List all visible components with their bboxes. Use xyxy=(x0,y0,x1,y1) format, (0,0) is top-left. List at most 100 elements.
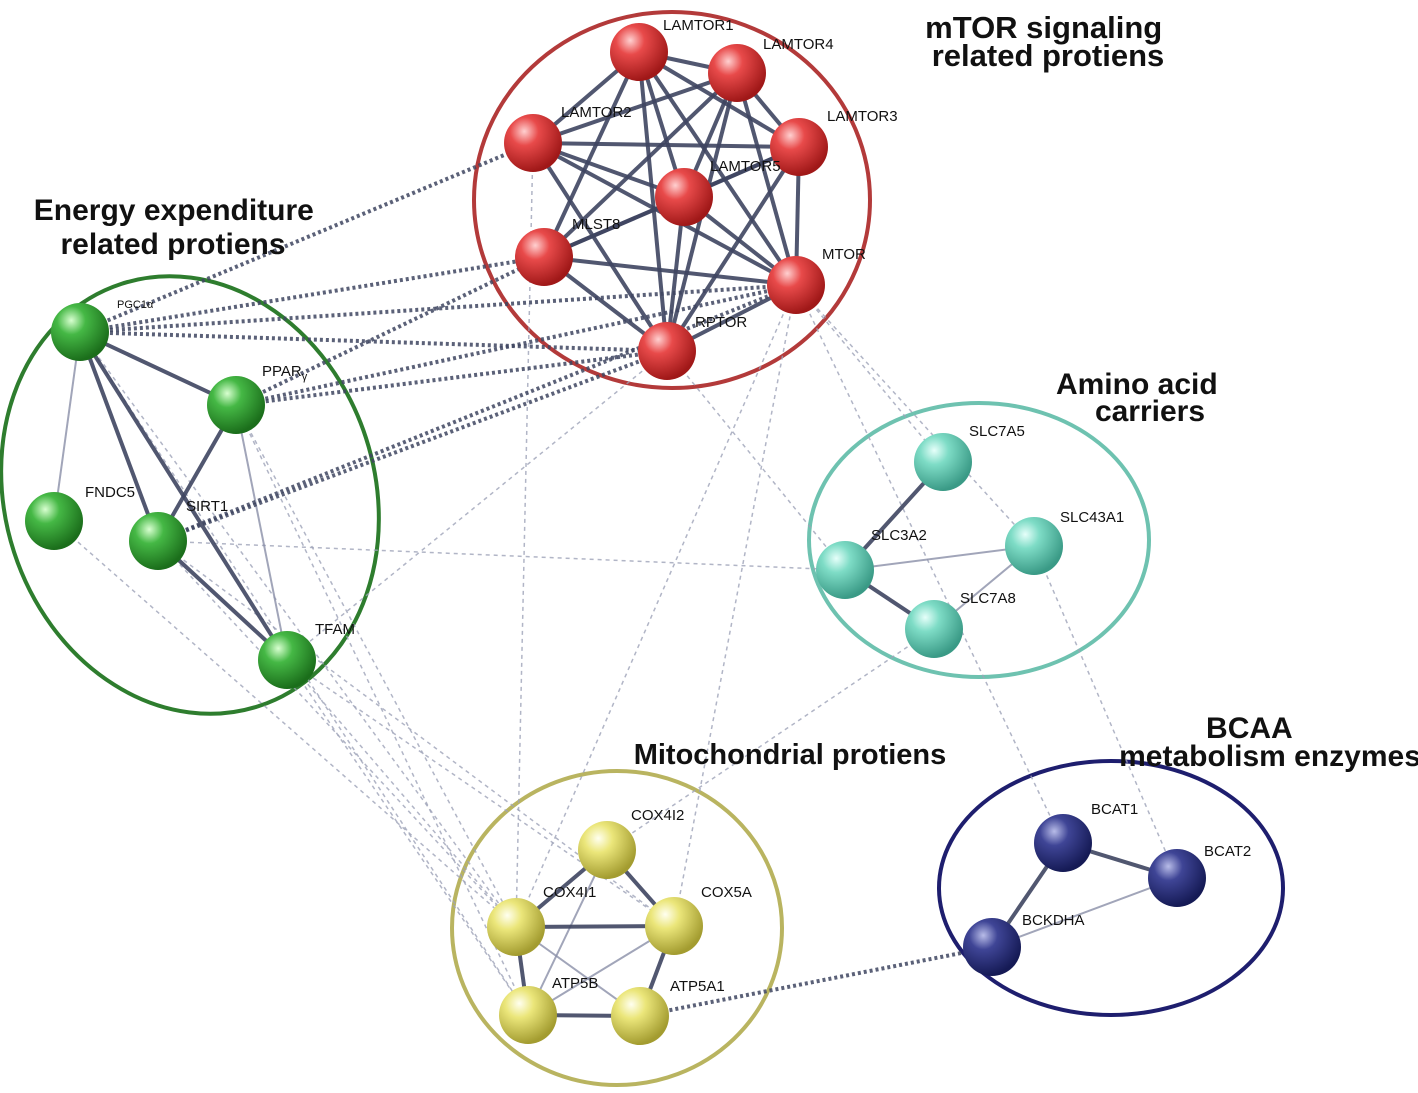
edge-LAMTOR2-LAMTOR3 xyxy=(532,141,800,149)
edge-SIRT1-RPTOR xyxy=(157,349,668,543)
edge-PGC1a-COX4I1 xyxy=(79,331,517,928)
node-ball xyxy=(1005,517,1063,575)
node-ATP5A1[interactable]: ATP5A1 xyxy=(611,978,725,1045)
node-SLC3A2[interactable]: SLC3A2 xyxy=(816,527,927,599)
edge-RPTOR-SLC3A2 xyxy=(666,350,846,571)
edge-LAMTOR1-MLST8 xyxy=(542,51,641,258)
node-ball xyxy=(645,897,703,955)
node-BCKDHA[interactable]: BCKDHA xyxy=(963,912,1085,976)
node-ball xyxy=(767,256,825,314)
node-PGC1a[interactable]: PGC1α xyxy=(51,299,154,361)
node-LAMTOR4[interactable]: LAMTOR4 xyxy=(708,36,834,102)
edge-LAMTOR1-RPTOR xyxy=(637,51,669,352)
edge-PPARG-MTOR xyxy=(235,283,797,407)
node-label: RPTOR xyxy=(695,314,747,331)
node-label-main: PPAR xyxy=(262,363,302,380)
edge-SIRT1-MTOR xyxy=(157,283,797,543)
node-ball xyxy=(515,228,573,286)
node-SIRT1[interactable]: SIRT1 xyxy=(129,498,228,570)
node-label: LAMTOR5 xyxy=(710,158,781,175)
node-ball xyxy=(905,600,963,658)
node-label: LAMTOR1 xyxy=(663,17,734,34)
cluster-ring-bcaa xyxy=(937,759,1285,1017)
node-label: PPARγ xyxy=(262,363,308,383)
edge-MTOR-COX4I1 xyxy=(515,284,797,928)
node-LAMTOR1[interactable]: LAMTOR1 xyxy=(610,17,734,81)
cluster-ring-mtor xyxy=(472,10,872,390)
node-PPARG[interactable]: PPARγ xyxy=(207,363,308,434)
edge-LAMTOR3-RPTOR xyxy=(665,145,801,353)
node-label: BCAT1 xyxy=(1091,801,1138,818)
edge-FNDC5-COX4I1 xyxy=(53,520,517,928)
cluster-title-line: Mitochondrial protiens xyxy=(634,739,947,771)
node-label: LAMTOR3 xyxy=(827,108,898,125)
edge-TFAM-COX4I1 xyxy=(286,659,517,928)
node-ball xyxy=(1148,849,1206,907)
edges-dotted-thick xyxy=(79,141,993,1018)
edge-MTOR-SLC43A1 xyxy=(795,284,1035,547)
edge-SLC7A8-COX4I2 xyxy=(606,628,935,851)
node-label: SLC3A2 xyxy=(871,527,927,544)
node-label: SLC7A5 xyxy=(969,423,1025,440)
node-ball xyxy=(816,541,874,599)
node-BCAT2[interactable]: BCAT2 xyxy=(1148,843,1251,907)
node-SLC7A8[interactable]: SLC7A8 xyxy=(905,590,1016,658)
edge-SLC3A2-SLC43A1 xyxy=(844,545,1035,571)
node-label: SIRT1 xyxy=(186,498,228,515)
edge-LAMTOR2-RPTOR xyxy=(531,141,669,353)
node-ball xyxy=(610,23,668,81)
node-COX4I1[interactable]: COX4I1 xyxy=(487,884,596,956)
node-LAMTOR3[interactable]: LAMTOR3 xyxy=(770,108,898,176)
node-ball xyxy=(258,631,316,689)
edge-RPTOR-TFAM xyxy=(286,350,668,661)
node-SLC7A5[interactable]: SLC7A5 xyxy=(914,423,1025,491)
node-label: BCAT2 xyxy=(1204,843,1251,860)
node-COX4I2[interactable]: COX4I2 xyxy=(578,807,684,879)
node-ball xyxy=(51,303,109,361)
node-label: LAMTOR4 xyxy=(763,36,834,53)
cluster-title-mito: Mitochondrial protiens xyxy=(634,739,947,771)
node-LAMTOR2[interactable]: LAMTOR2 xyxy=(504,104,632,172)
node-ball xyxy=(770,118,828,176)
node-ball xyxy=(708,44,766,102)
node-label: LAMTOR2 xyxy=(561,104,632,121)
node-label: ATP5B xyxy=(552,975,598,992)
cluster-title-mtor: mTOR signaling related protiens xyxy=(925,10,1171,73)
node-label: MLST8 xyxy=(572,216,620,233)
node-MLST8[interactable]: MLST8 xyxy=(515,216,620,286)
node-ball xyxy=(655,168,713,226)
edge-MTOR-SLC7A5 xyxy=(795,284,944,463)
node-COX5A[interactable]: COX5A xyxy=(645,884,752,955)
node-label: PGC1α xyxy=(117,299,154,311)
node-RPTOR[interactable]: RPTOR xyxy=(638,314,747,380)
cluster-ring-energy xyxy=(0,274,381,716)
node-label: SLC43A1 xyxy=(1060,509,1124,526)
edge-BCAT2-BCKDHA xyxy=(991,877,1178,948)
edge-TFAM-ATP5B xyxy=(286,659,529,1016)
node-label: SLC7A8 xyxy=(960,590,1016,607)
edge-SIRT1-TFAM xyxy=(156,539,289,662)
edge-SIRT1-SLC3A2 xyxy=(157,540,846,571)
node-ATP5B[interactable]: ATP5B xyxy=(499,975,598,1044)
cluster-title-line: carriers xyxy=(1095,395,1205,428)
node-label: MTOR xyxy=(822,246,866,263)
node-BCAT1[interactable]: BCAT1 xyxy=(1034,801,1138,872)
node-label: COX5A xyxy=(701,884,752,901)
node-TFAM[interactable]: TFAM xyxy=(258,621,355,689)
edge-PGC1a-RPTOR xyxy=(79,330,668,353)
edge-PGC1a-FNDC5 xyxy=(53,331,81,522)
cluster-title-line: Energy expenditure xyxy=(34,194,314,227)
edge-MTOR-COX5A xyxy=(673,284,797,927)
node-ball xyxy=(207,376,265,434)
node-FNDC5[interactable]: FNDC5 xyxy=(25,484,135,550)
node-label: COX4I2 xyxy=(631,807,684,824)
cluster-title-line: related protiens xyxy=(932,38,1165,73)
node-LAMTOR5[interactable]: LAMTOR5 xyxy=(655,158,781,226)
edge-PGC1a-LAMTOR2 xyxy=(79,141,534,334)
edge-MTOR-BCAT1 xyxy=(795,284,1064,844)
node-layer: LAMTOR1 LAMTOR4 LAMTOR2 LAMTOR3 LAMTOR5 … xyxy=(25,17,1251,1045)
node-MTOR[interactable]: MTOR xyxy=(767,246,866,314)
node-SLC43A1[interactable]: SLC43A1 xyxy=(1005,509,1124,575)
cluster-title-line: Amino acid xyxy=(1056,368,1218,401)
